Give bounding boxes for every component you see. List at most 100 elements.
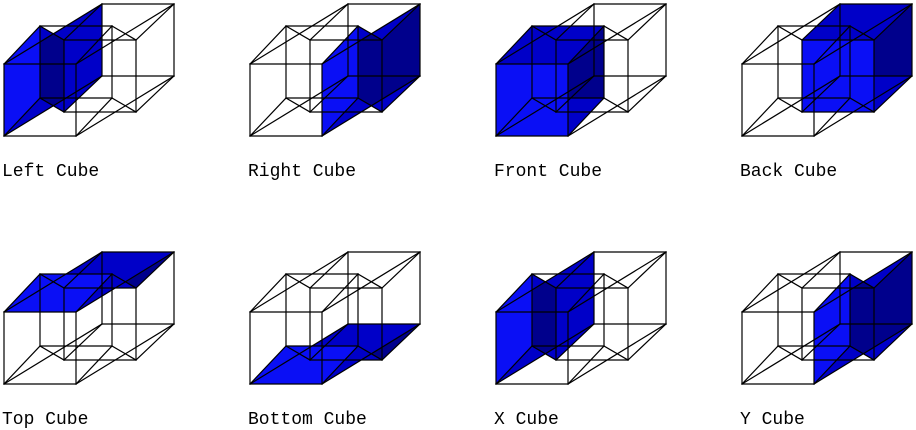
wireframe-edge: [75, 25, 113, 65]
wireframe-edge: [813, 273, 851, 313]
wireframe-edge: [39, 345, 65, 361]
wireframe-edge: [3, 25, 41, 65]
tesseract-wireframe: [3, 3, 175, 137]
wireframe-edge: [777, 345, 803, 361]
wireframe-edge: [75, 345, 113, 385]
wireframe-edge: [801, 251, 841, 289]
wireframe-edge: [849, 25, 875, 41]
wireframe-edge: [495, 273, 533, 313]
wireframe-edge: [495, 345, 533, 385]
tesseract-wireframe: [495, 3, 667, 137]
wireframe-edge: [603, 97, 629, 113]
wireframe-edge: [285, 25, 311, 41]
wireframe-edge: [555, 251, 595, 289]
tesseract-wireframe: [249, 251, 421, 385]
x-cube-faces: [496, 252, 594, 384]
wireframe-edge: [741, 25, 779, 65]
wireframe-edge: [321, 273, 359, 313]
wireframe-edge: [357, 345, 383, 361]
wireframe-edge: [567, 25, 605, 65]
wireframe-edge: [111, 273, 137, 289]
panel-back: Back Cube: [740, 3, 913, 182]
wireframe-edge: [321, 25, 359, 65]
wireframe-edge: [381, 251, 421, 289]
wireframe-edge: [285, 273, 311, 289]
left-cube-faces: [4, 4, 102, 136]
wireframe-edge: [777, 97, 803, 113]
wireframe-edge: [39, 97, 65, 113]
tesseract-wireframe: [495, 251, 667, 385]
wireframe-edge: [849, 345, 875, 361]
panel-bottom: Bottom Cube: [248, 251, 421, 430]
panel-left: Left Cube: [2, 3, 175, 182]
wireframe-edge: [555, 3, 595, 41]
tesseract-wireframe: [249, 3, 421, 137]
wireframe-edge: [627, 251, 667, 289]
tesseract-wireframe: [3, 251, 175, 385]
wireframe-edge: [3, 273, 41, 313]
y-cube-faces: [814, 252, 912, 384]
wireframe-edge: [135, 75, 175, 113]
wireframe-edge: [63, 251, 103, 289]
wireframe-edge: [873, 75, 913, 113]
wireframe-edge: [63, 323, 103, 361]
back-cube-face: [802, 4, 912, 40]
wireframe-edge: [3, 345, 41, 385]
wireframe-edge: [627, 323, 667, 361]
wireframe-edge: [849, 97, 875, 113]
tesseract-wireframe: [741, 251, 913, 385]
top-cube-faces: [4, 252, 174, 312]
wireframe-edge: [135, 323, 175, 361]
panel-right: Right Cube: [248, 3, 421, 182]
front-cube-face: [496, 64, 568, 136]
wireframe-edge: [603, 273, 629, 289]
right-cube-faces: [322, 4, 420, 136]
wireframe-edge: [75, 97, 113, 137]
panel-front: Front Cube: [494, 3, 667, 182]
wireframe-edge: [567, 97, 605, 137]
wireframe-edge: [495, 25, 533, 65]
tesseract-wireframe: [741, 3, 913, 137]
left-cube-face: [4, 26, 40, 136]
wireframe-edge: [75, 273, 113, 313]
wireframe-edge: [813, 97, 851, 137]
right-cube-label: Right Cube: [248, 162, 356, 182]
wireframe-edge: [555, 323, 595, 361]
wireframe-edge: [135, 3, 175, 41]
wireframe-edge: [777, 25, 803, 41]
wireframe-edge: [63, 75, 103, 113]
wireframe-edge: [801, 3, 841, 41]
panel-y: Y Cube: [740, 251, 913, 430]
wireframe-edge: [39, 273, 65, 289]
wireframe-edge: [873, 251, 913, 289]
wireframe-edge: [111, 25, 137, 41]
wireframe-edge: [531, 25, 557, 41]
wireframe-edge: [777, 273, 803, 289]
x-cube-face: [532, 274, 556, 360]
wireframe-edge: [849, 273, 875, 289]
wireframe-edge: [801, 75, 841, 113]
wireframe-edge: [627, 75, 667, 113]
wireframe-edge: [603, 345, 629, 361]
wireframe-edge: [741, 273, 779, 313]
wireframe-edge: [531, 345, 557, 361]
wireframe-edge: [3, 97, 41, 137]
wireframe-edge: [567, 273, 605, 313]
x-cube-face: [496, 274, 532, 384]
wireframe-edge: [321, 345, 359, 385]
wireframe-edge: [309, 251, 349, 289]
wireframe-edge: [309, 323, 349, 361]
wireframe-edge: [249, 345, 287, 385]
wireframe-edge: [249, 273, 287, 313]
wireframe-edge: [567, 345, 605, 385]
top-cube-label: Top Cube: [2, 410, 88, 430]
wireframe-edge: [285, 345, 311, 361]
wireframe-edge: [627, 3, 667, 41]
wireframe-edge: [285, 97, 311, 113]
wireframe-edge: [555, 75, 595, 113]
wireframe-edge: [309, 75, 349, 113]
y-cube-label: Y Cube: [740, 410, 805, 430]
wireframe-edge: [39, 25, 65, 41]
wireframe-edge: [135, 251, 175, 289]
x-cube-label: X Cube: [494, 410, 559, 430]
